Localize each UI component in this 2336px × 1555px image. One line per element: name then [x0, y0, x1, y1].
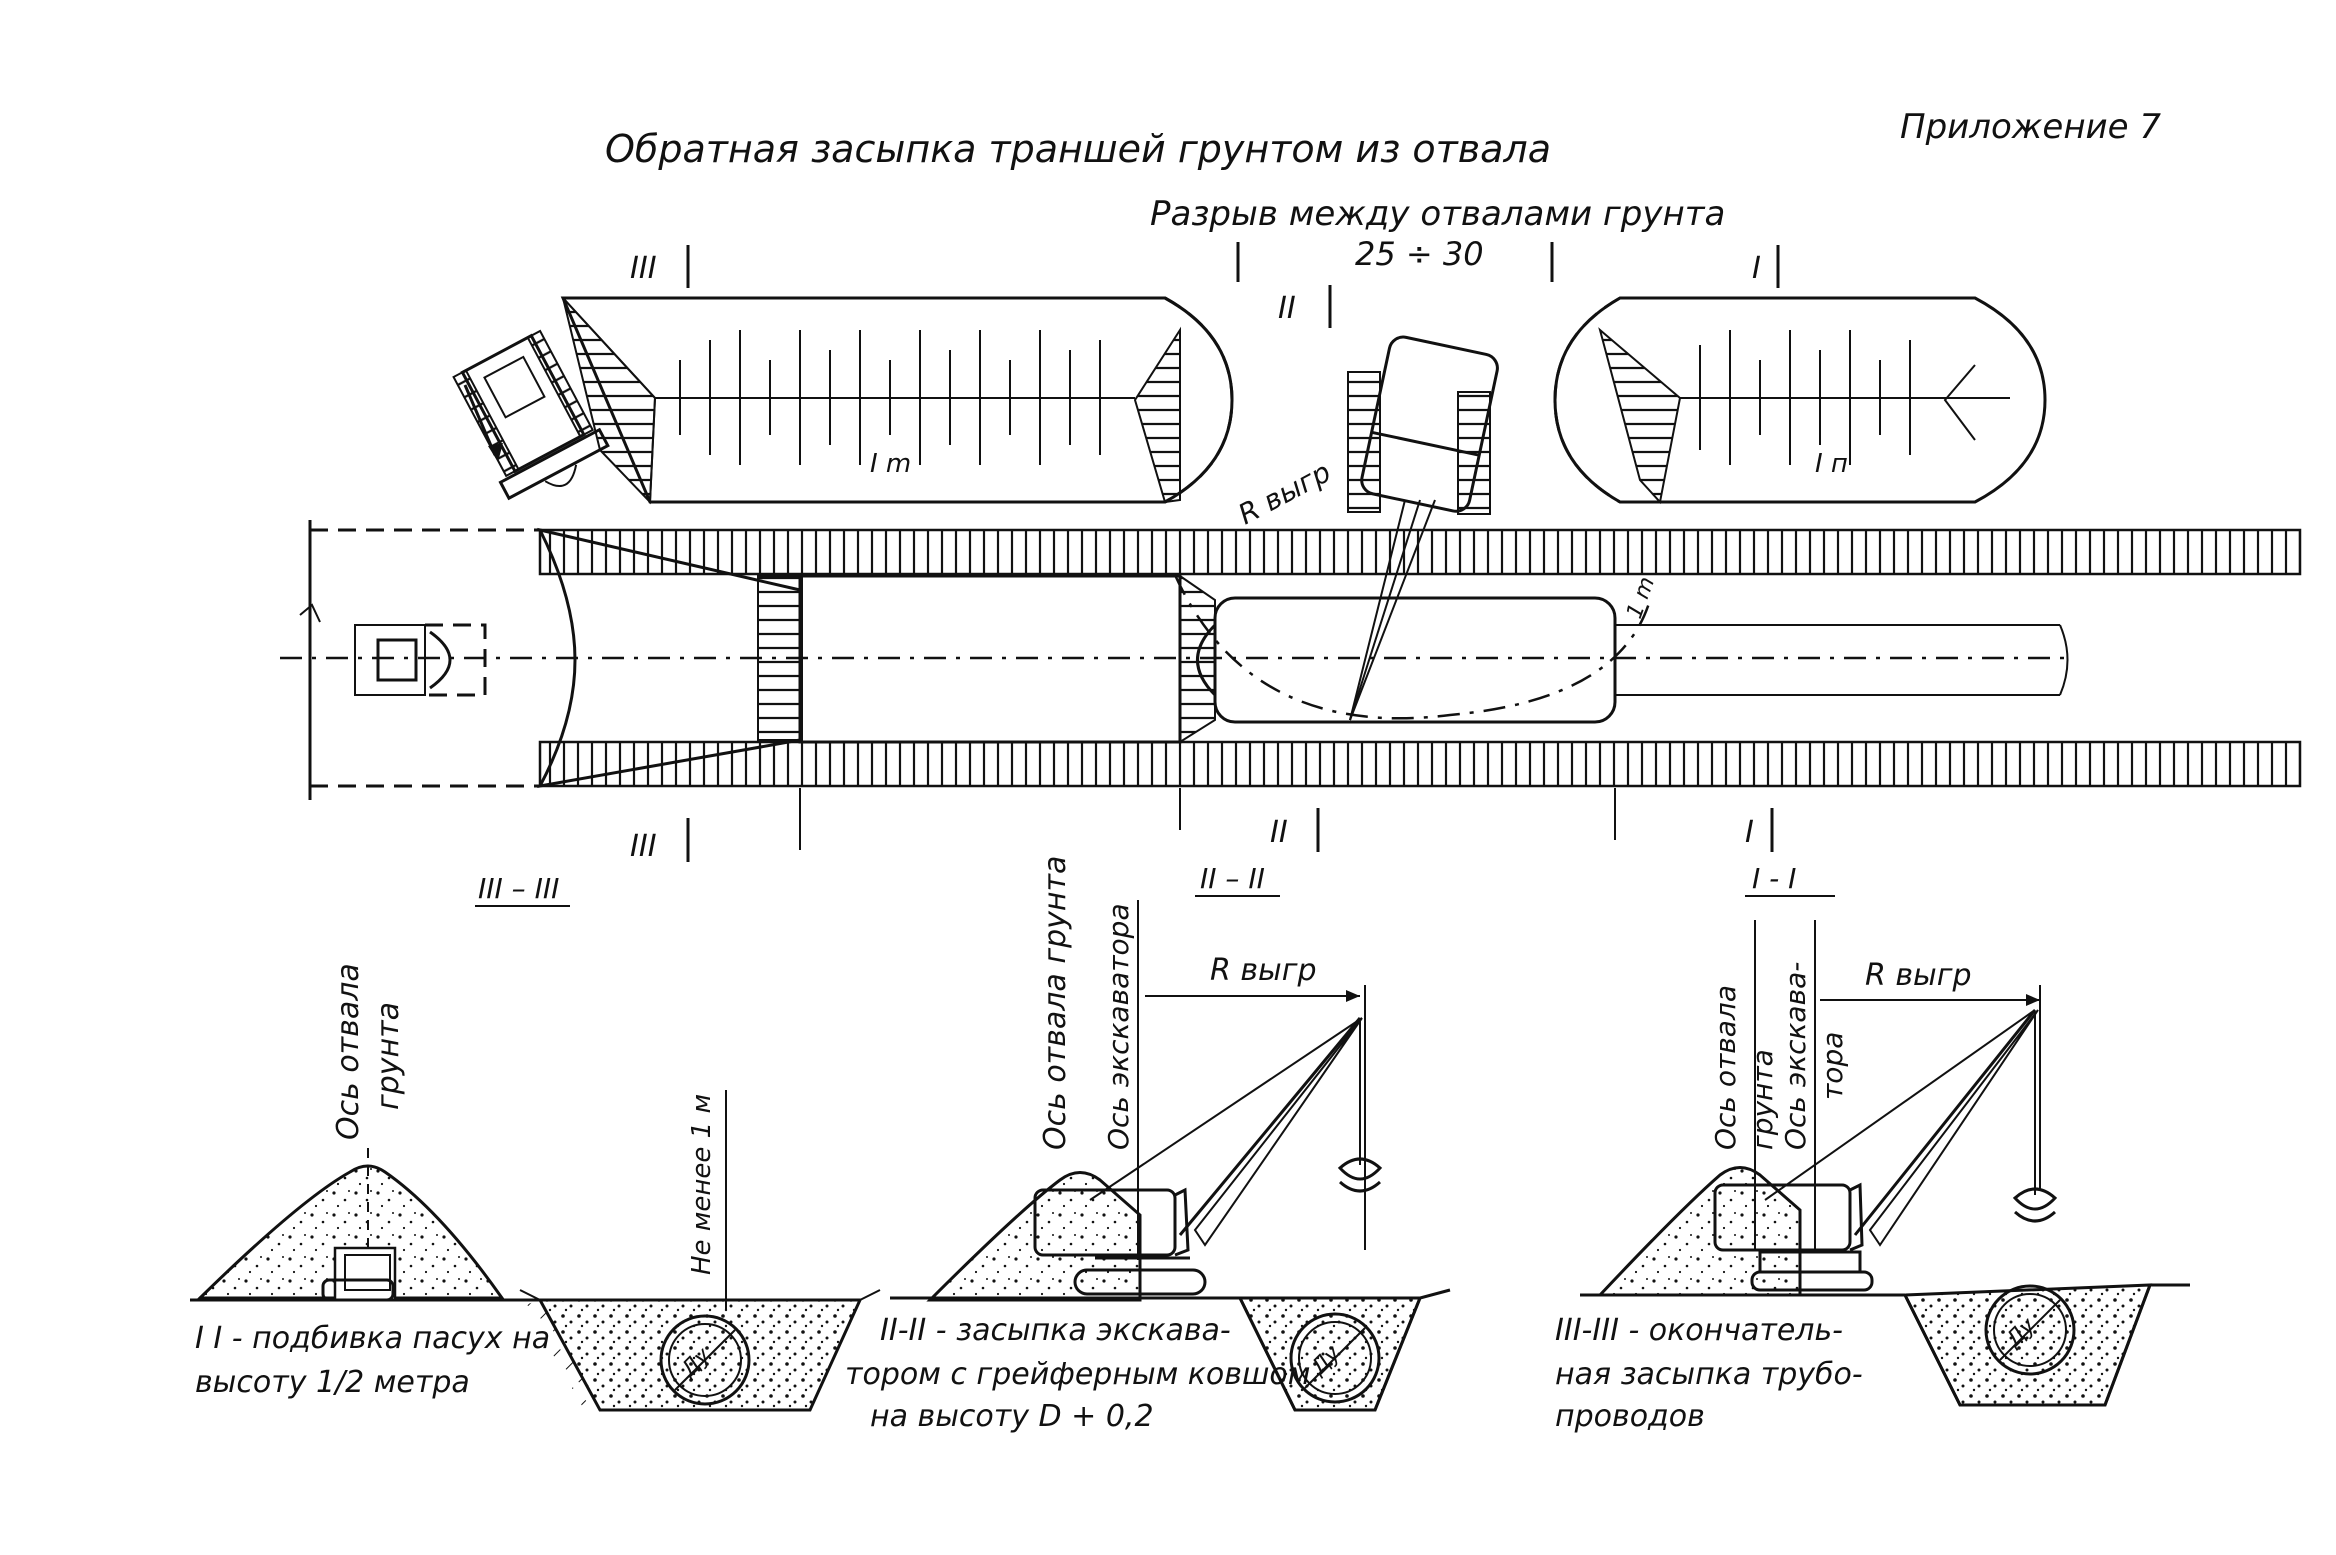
- s1-axis-spoil-line2: грунта: [1746, 1049, 1779, 1150]
- s1-radius-label: R выгр: [1865, 958, 1972, 993]
- section-ii: II – II Ось отвала грунта Ось экскаватор…: [845, 856, 1451, 1434]
- mark-i-bottom: I: [1745, 815, 1754, 850]
- s3-axis-spoil-line1: Ось отвала: [331, 963, 366, 1140]
- s2-axis-excavator: Ось экскаватора: [1102, 903, 1135, 1150]
- spoil-pile-right: I п: [1553, 296, 2047, 505]
- excavator-plan-icon: [1347, 335, 1499, 721]
- bulldozer-trench-icon: [354, 623, 487, 697]
- pile-label-right: I п: [1815, 449, 1848, 479]
- mark-ii-bottom: II: [1270, 815, 1288, 850]
- plan-view: Разрыв между отвалами грунта 25 ÷ 30 III…: [280, 194, 2302, 864]
- gap-value: 25 ÷ 30: [1355, 235, 1484, 273]
- section-iii-title: III – III: [478, 872, 559, 905]
- s3-axis-spoil-line2: грунта: [371, 1002, 406, 1110]
- spoil-pile-left: I m: [560, 296, 1234, 505]
- s2-caption-line2: тором с грейферным ковшом: [845, 1357, 1310, 1392]
- s3-min-depth: Не менее 1 м: [687, 1094, 717, 1275]
- mark-ii-top: II: [1278, 291, 1296, 326]
- s2-caption-line3: на высоту D + 0,2: [870, 1399, 1154, 1434]
- s3-caption-line1: I I - подбивка пасух на: [195, 1321, 550, 1356]
- mark-iii-bottom: III: [630, 829, 657, 864]
- s2-axis-spoil: Ось отвала грунта: [1038, 856, 1073, 1150]
- pile-label-left: I m: [870, 449, 911, 479]
- appendix-label: Приложение 7: [1900, 107, 2161, 147]
- s1-axis-spoil-line1: Ось отвала: [1709, 985, 1742, 1150]
- one-m-label: 1 m: [1622, 574, 1660, 622]
- page-title: Обратная засыпка траншей грунтом из отва…: [605, 127, 1551, 171]
- s1-caption-line2: ная засыпка трубо-: [1555, 1357, 1863, 1392]
- mark-iii-top: III: [630, 251, 657, 286]
- s1-axis-excavator-line1: Ось экскава-: [1779, 962, 1812, 1150]
- s1-axis-excavator-line2: тора: [1816, 1032, 1849, 1100]
- gap-label: Разрыв между отвалами грунта: [1150, 194, 1725, 234]
- trench-plan: 1 m: [280, 520, 2302, 800]
- section-i: I - I Ось отвала грунта Ось экскава- тор…: [1555, 862, 2190, 1434]
- s2-caption-line1: II-II - засыпка экскава-: [880, 1313, 1231, 1348]
- header: Обратная засыпка траншей грунтом из отва…: [605, 107, 2161, 171]
- radius-label-plan: R выгр: [1233, 455, 1336, 531]
- s1-caption-line3: проводов: [1555, 1399, 1705, 1434]
- s2-radius-label: R выгр: [1210, 953, 1317, 988]
- s3-caption-line2: высоту 1/2 метра: [195, 1365, 470, 1400]
- section-ii-title: II – II: [1200, 862, 1265, 895]
- section-i-title: I - I: [1752, 862, 1796, 895]
- section-iii: III – III Ось отвала грунта Ду Не менее …: [190, 872, 881, 1420]
- s1-caption-line1: III-III - окончатель-: [1555, 1313, 1843, 1348]
- mark-i-top: I: [1752, 251, 1761, 286]
